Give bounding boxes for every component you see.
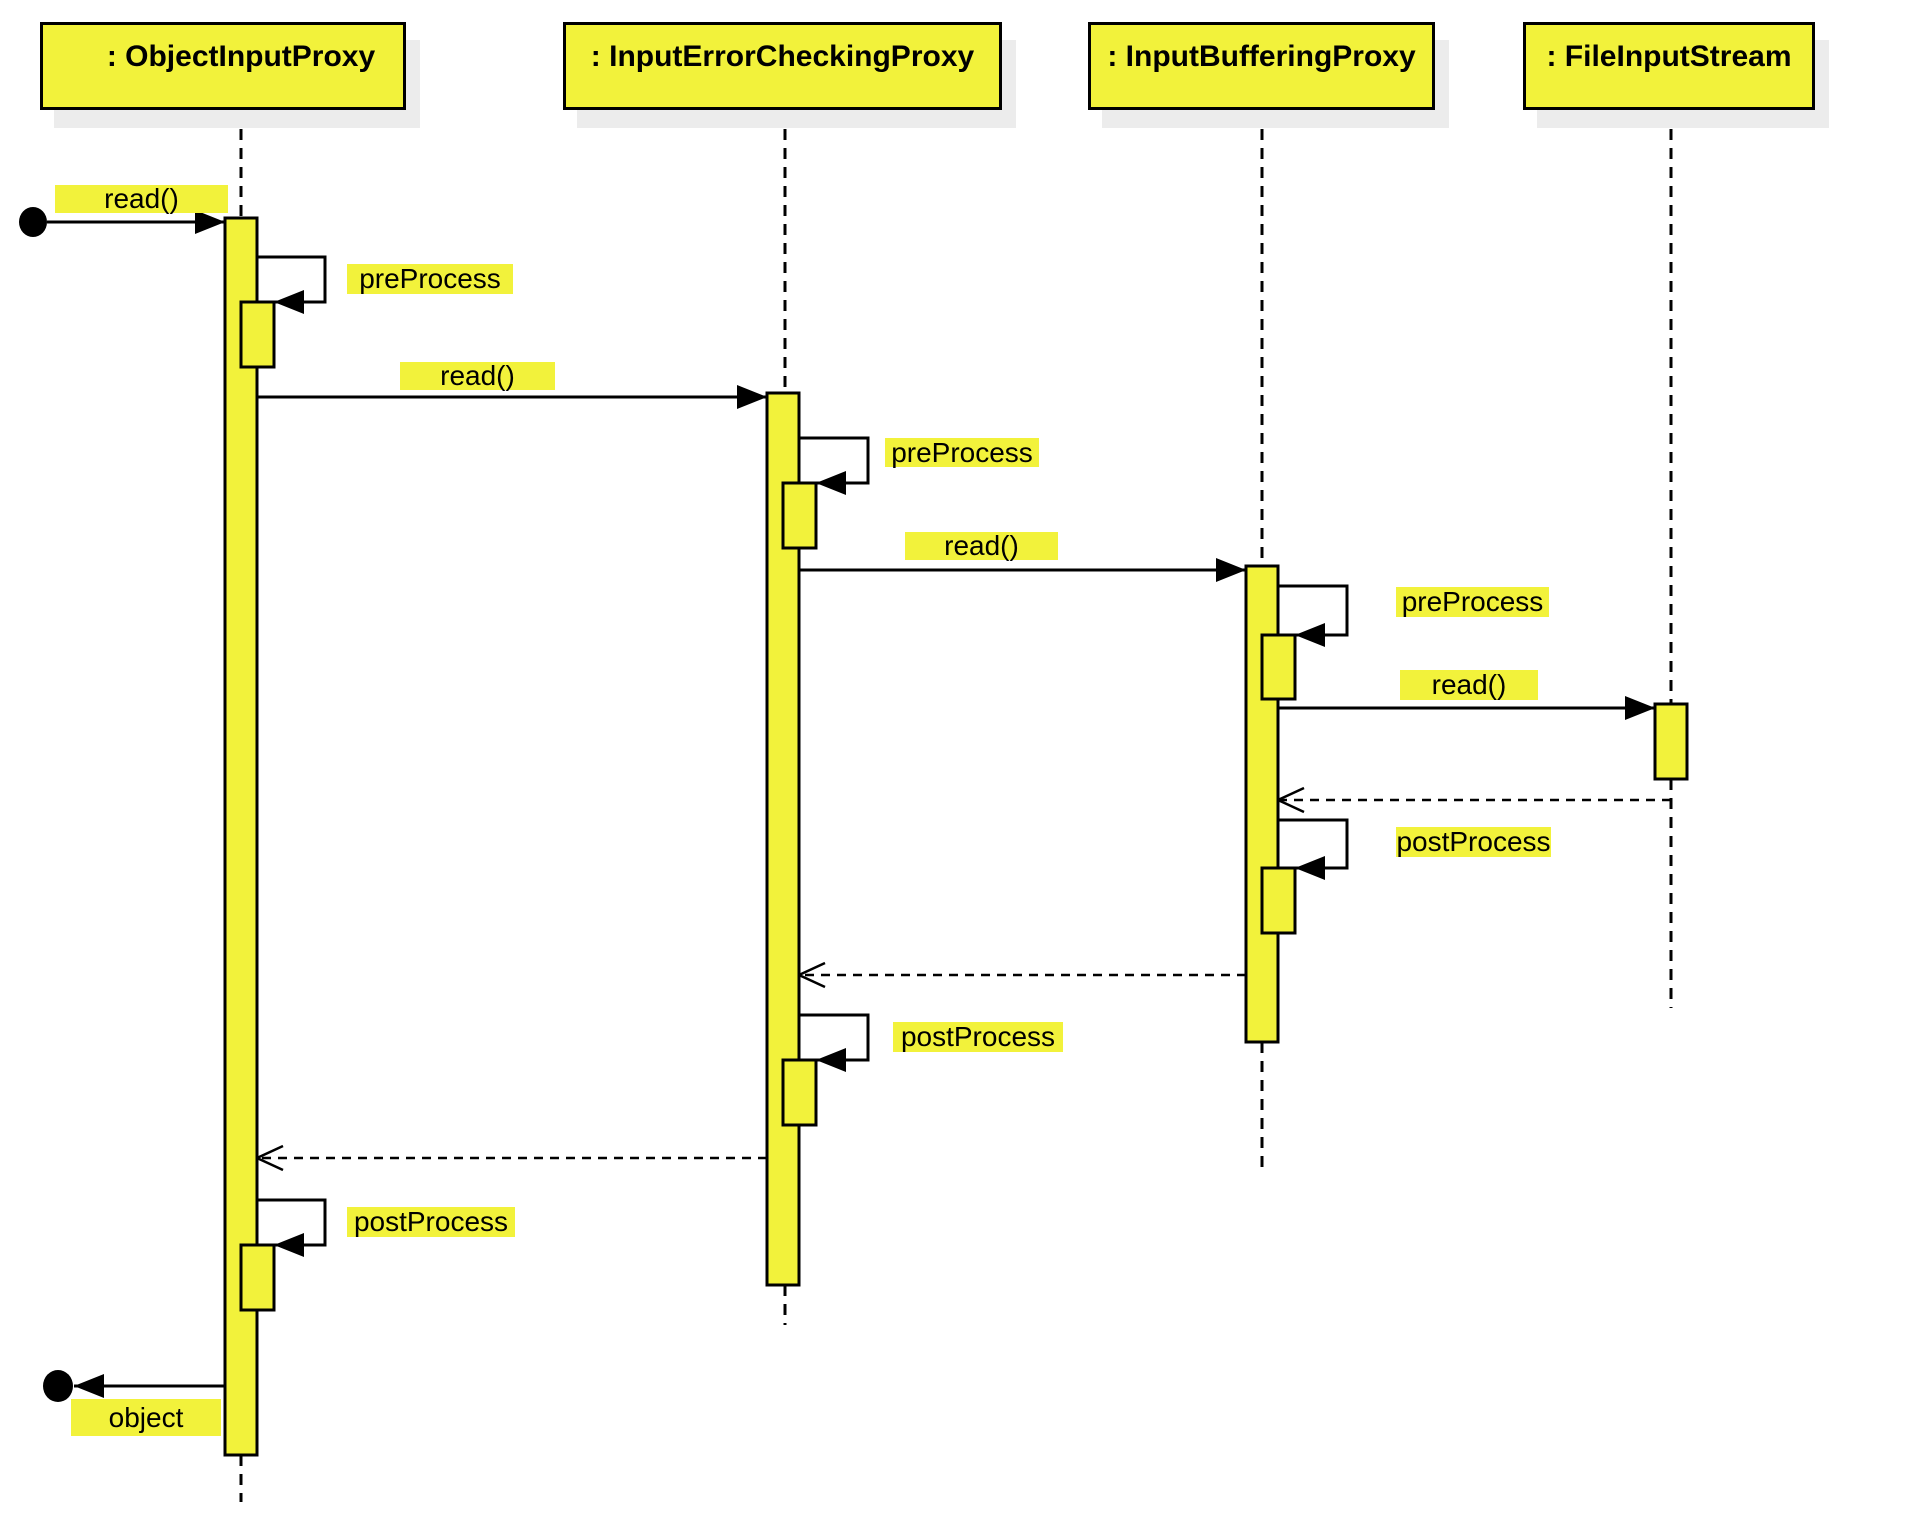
self-call-arrowhead-postprocess-2 <box>816 1048 846 1072</box>
message-label-preprocess-1: preProcess <box>347 263 513 294</box>
return-arrowhead-object <box>74 1374 104 1398</box>
nested-activation-postprocess-1 <box>239 1243 276 1312</box>
nested-activation-preprocess-2 <box>781 481 818 550</box>
call-arrowhead-read-1 <box>195 210 225 234</box>
end-actor-icon <box>43 1370 73 1402</box>
start-actor-icon <box>19 207 47 237</box>
self-call-arrowhead-preprocess-1 <box>274 290 304 314</box>
message-label-postprocess-3: postProcess <box>1396 826 1551 857</box>
call-arrowhead-read-3 <box>1216 558 1246 582</box>
message-label-read-4: read() <box>1400 669 1538 700</box>
lifeline-header-objectinputproxy: : ObjectInputProxy <box>40 22 406 110</box>
lifeline-header-inputbufferingproxy: : InputBufferingProxy <box>1088 22 1435 110</box>
self-call-arrowhead-preprocess-3 <box>1295 623 1325 647</box>
message-label-preprocess-3: preProcess <box>1396 586 1549 617</box>
message-label-object-return: object <box>71 1399 221 1436</box>
self-call-arrowhead-postprocess-1 <box>274 1233 304 1257</box>
call-arrowhead-read-2 <box>737 385 767 409</box>
message-label-read-3: read() <box>905 530 1058 561</box>
message-label-postprocess-2: postProcess <box>893 1021 1063 1052</box>
nested-activation-preprocess-3 <box>1260 633 1297 701</box>
message-label-postprocess-1: postProcess <box>347 1206 515 1237</box>
self-call-postprocess-3 <box>1278 818 1349 870</box>
activation-bar-4 <box>1653 702 1689 781</box>
nested-activation-postprocess-2 <box>781 1058 818 1127</box>
self-call-arrowhead-preprocess-2 <box>816 471 846 495</box>
nested-activation-postprocess-3 <box>1260 866 1297 935</box>
self-call-arrowhead-postprocess-3 <box>1295 856 1325 880</box>
nested-activation-preprocess-1 <box>239 300 276 369</box>
lifeline-header-fileinputstream: : FileInputStream <box>1523 22 1815 110</box>
call-arrowhead-read-4 <box>1625 696 1655 720</box>
lifeline-header-inputerrorcheckingproxy: : InputErrorCheckingProxy <box>563 22 1002 110</box>
message-label-read-2: read() <box>400 360 555 391</box>
self-call-preprocess-3 <box>1278 584 1349 637</box>
message-label-preprocess-2: preProcess <box>885 437 1039 468</box>
message-label-read-1: read() <box>55 183 228 214</box>
